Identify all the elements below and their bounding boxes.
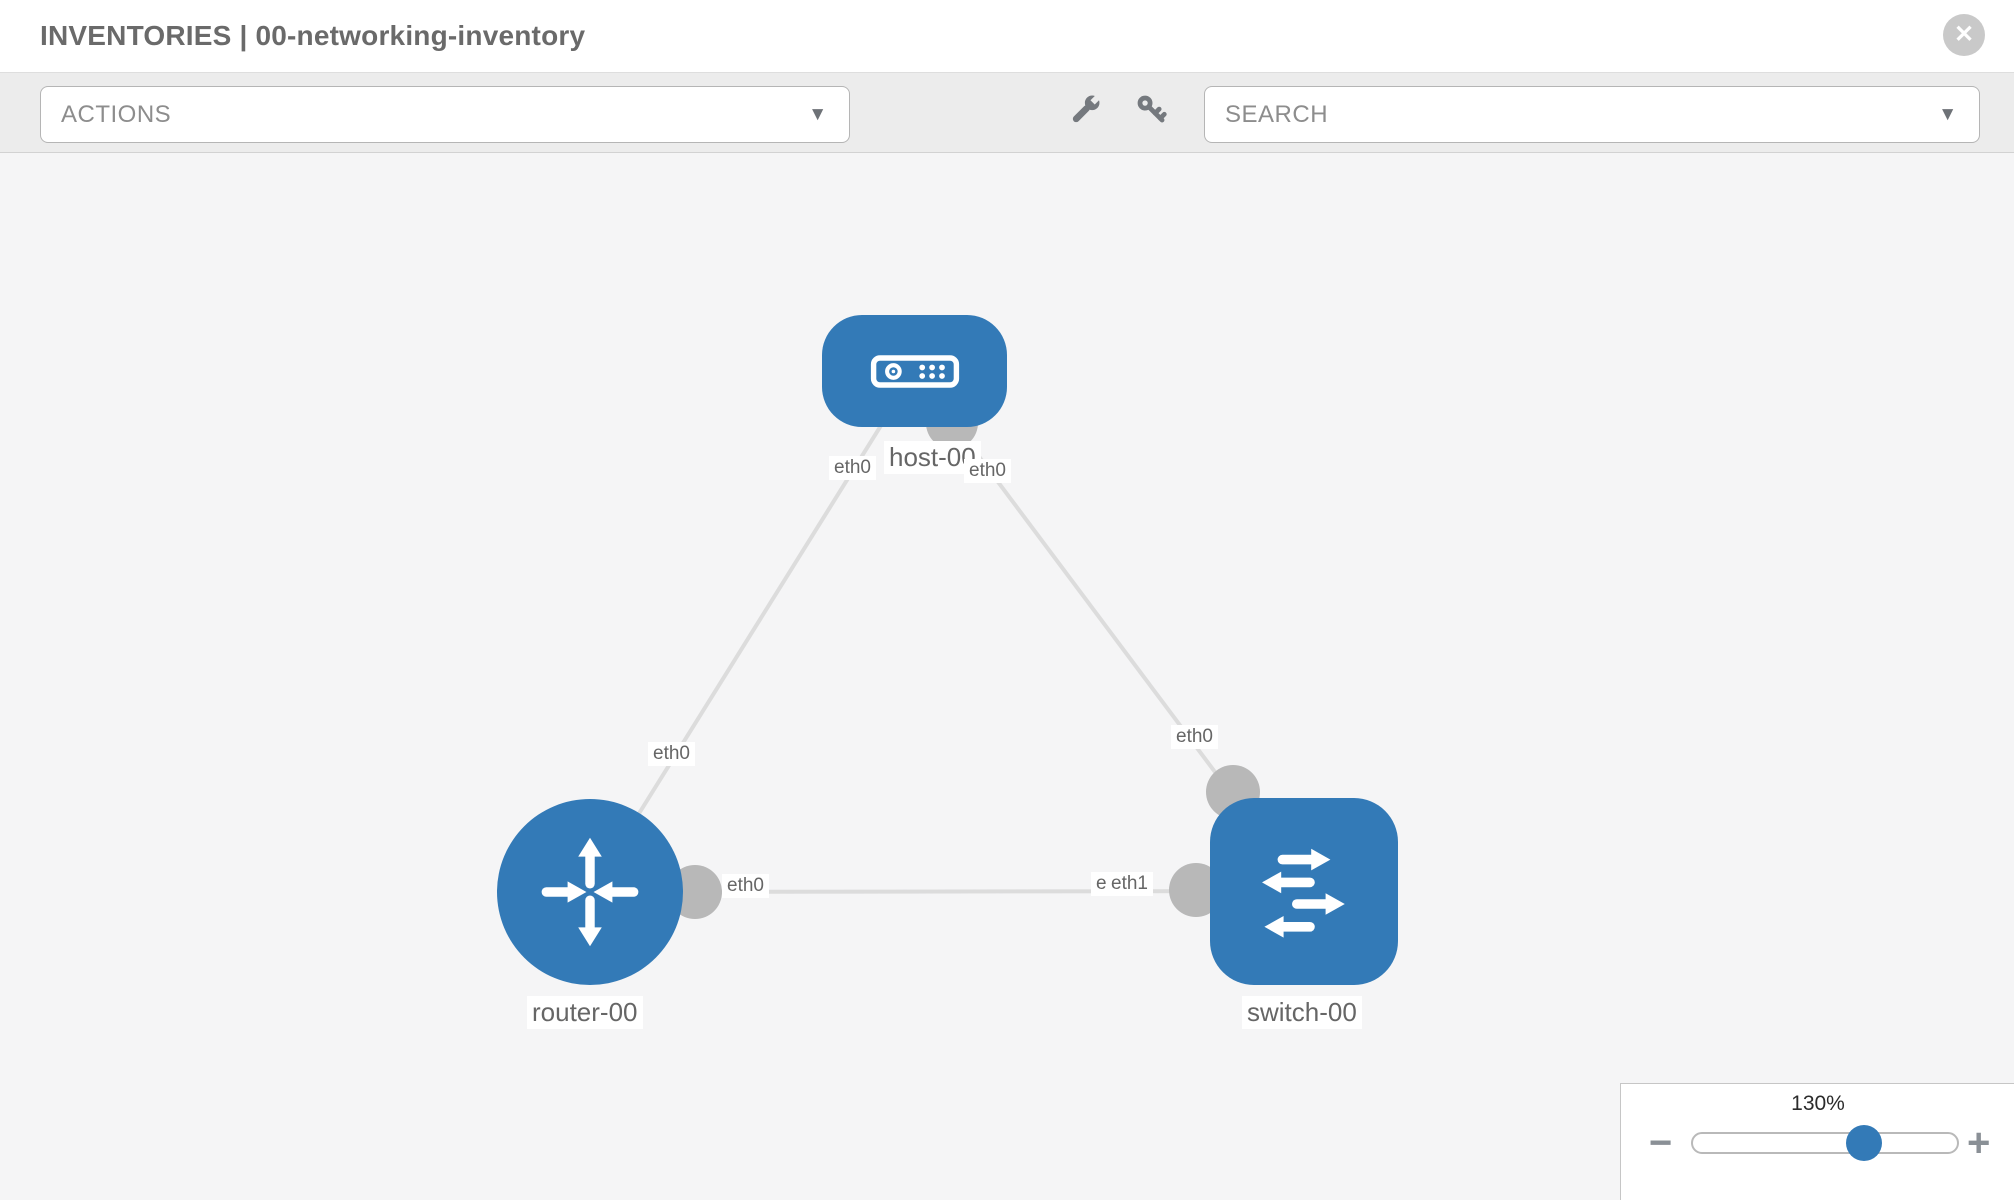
topology-links-layer — [588, 369, 1306, 919]
iface-label-switch-top: eth0 — [1171, 725, 1218, 749]
chevron-down-icon: ▼ — [808, 103, 827, 125]
toolbar: ACTIONS ▼ — [0, 73, 2014, 153]
switch-icon — [1244, 832, 1364, 952]
wrench-icon — [1066, 91, 1104, 134]
page-title: INVENTORIES | 00-networking-inventory — [40, 20, 586, 51]
zoom-slider-track[interactable] — [1691, 1132, 1959, 1154]
close-button[interactable]: ✕ — [1943, 14, 1985, 56]
tools-button[interactable] — [1063, 91, 1107, 135]
topology-canvas[interactable]: host-00 router-00 switch-00 eth0 eth0 et… — [0, 153, 2014, 1200]
node-host-00[interactable] — [822, 315, 1007, 427]
chevron-down-icon: ▼ — [1938, 103, 1957, 125]
credentials-button[interactable] — [1130, 91, 1174, 135]
node-label-host: host-00 — [884, 441, 981, 474]
actions-dropdown[interactable]: ACTIONS ▼ — [40, 86, 850, 143]
iface-label-host-right: eth0 — [964, 459, 1011, 483]
zoom-in-button[interactable]: + — [1967, 1121, 1991, 1165]
zoom-level-value: 130% — [1791, 1092, 1845, 1115]
key-icon — [1133, 91, 1171, 134]
node-label-router: router-00 — [527, 996, 643, 1029]
node-label-switch: switch-00 — [1242, 996, 1362, 1029]
iface-label-switch-left: eth1 — [1106, 872, 1153, 896]
router-icon — [531, 833, 649, 951]
iface-label-host-left: eth0 — [829, 456, 876, 480]
node-switch-00[interactable] — [1210, 798, 1398, 985]
zoom-out-button[interactable]: − — [1649, 1121, 1673, 1165]
node-router-00[interactable] — [497, 799, 683, 985]
actions-dropdown-label: ACTIONS — [61, 100, 172, 128]
zoom-panel: 130% − + — [1620, 1083, 2014, 1200]
close-icon: ✕ — [1953, 21, 1975, 48]
host-icon — [861, 349, 969, 394]
header: INVENTORIES | 00-networking-inventory ✕ — [0, 0, 2014, 73]
iface-label-router-top: eth0 — [648, 742, 695, 766]
zoom-slider-handle[interactable] — [1846, 1125, 1882, 1161]
search-dropdown-label: SEARCH — [1225, 100, 1329, 128]
endpoint-switch-left — [1169, 863, 1223, 917]
iface-label-router-right: eth0 — [722, 874, 769, 898]
search-dropdown[interactable]: SEARCH ▼ — [1204, 86, 1980, 143]
